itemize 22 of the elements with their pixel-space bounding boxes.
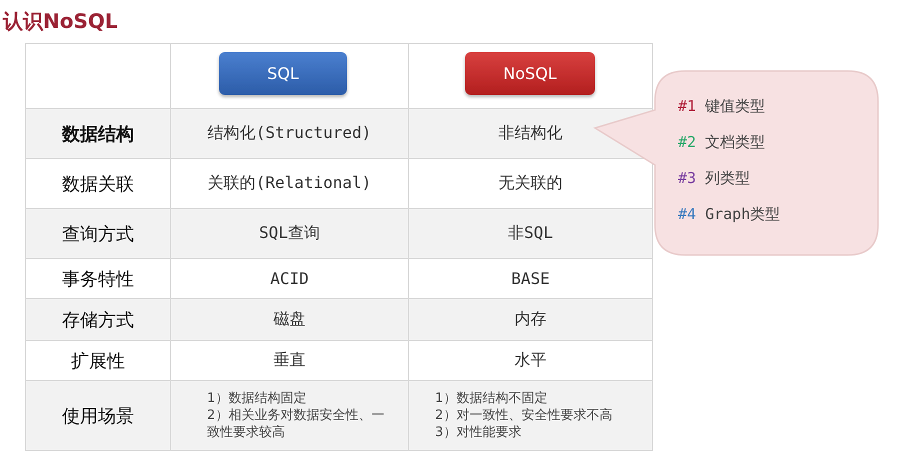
list-item: 3）对性能要求 <box>435 424 522 441</box>
table-cell: 磁盘 <box>170 298 409 341</box>
table-cell: 结构化(Structured) <box>170 108 409 159</box>
table-cell: SQL查询 <box>170 208 409 259</box>
title: 认识NoSQL <box>3 8 118 35</box>
list-item: 2）相关业务对数据安全性、一致性要求较高 <box>207 407 386 441</box>
table-cell: 非SQL <box>408 208 653 259</box>
header-button: NoSQL <box>465 52 595 95</box>
row-header-cell: 使用场景 <box>25 380 171 451</box>
row-header-cell: 存储方式 <box>25 298 171 341</box>
table-cell: 内存 <box>408 298 653 341</box>
callout-bubble <box>590 70 880 256</box>
list-item: 1）数据结构固定 <box>207 390 306 407</box>
list-item: #1 键值类型 <box>678 97 766 116</box>
list-item: 1）数据结构不固定 <box>435 390 548 407</box>
list-item: 2）对一致性、安全性要求不高 <box>435 407 612 424</box>
header-button: SQL <box>219 52 347 95</box>
list-item: #4 Graph类型 <box>678 205 780 224</box>
row-header-cell: 查询方式 <box>25 208 171 259</box>
list-item: #2 文档类型 <box>678 133 766 152</box>
row-header-cell: 数据结构 <box>25 108 171 159</box>
list-item: #3 列类型 <box>678 169 750 188</box>
